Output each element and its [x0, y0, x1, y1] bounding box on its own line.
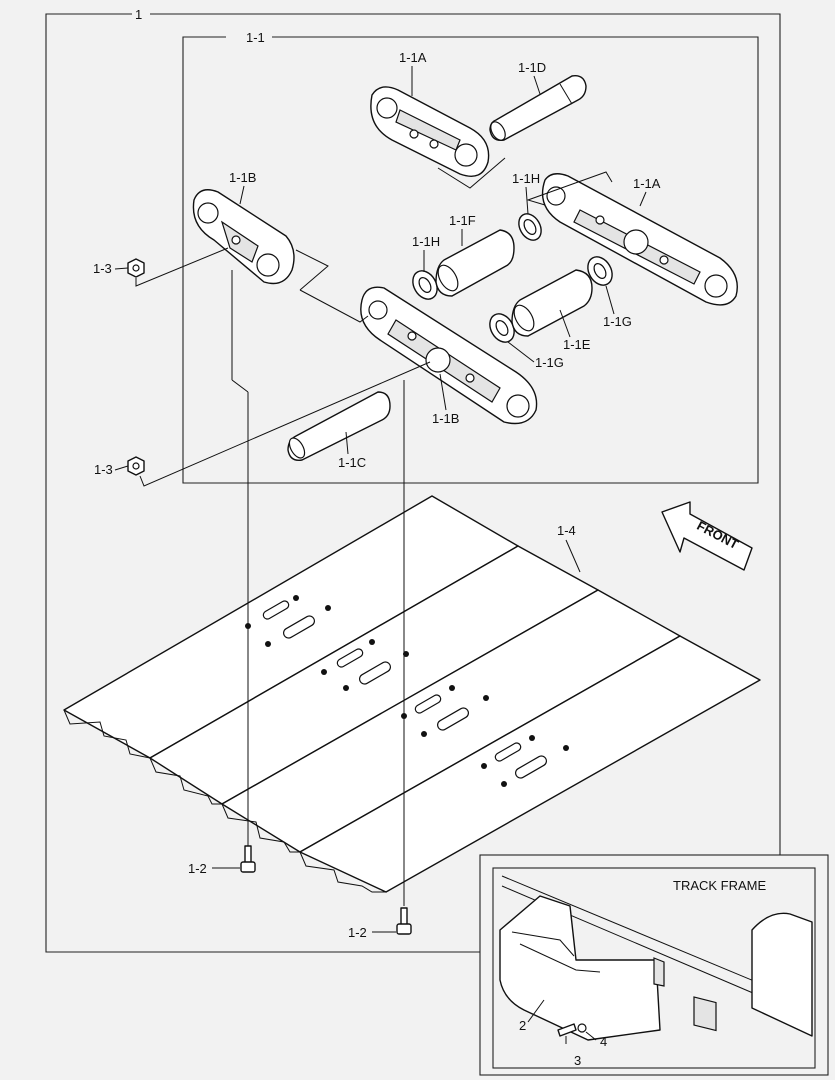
nut-1-3-top	[127, 258, 145, 278]
label-guard-2: 2	[519, 1018, 526, 1033]
assembly-1-frame	[45, 13, 480, 953]
bolt-1-2-right	[396, 907, 412, 935]
label-track-shoes-1-4: 1-4	[557, 523, 576, 538]
bushing-1-1f	[435, 229, 515, 297]
label-nut-1-3-bottom: 1-3	[94, 462, 113, 477]
label-link-1-1b-lower: 1-1B	[432, 411, 459, 426]
seal-1-1g-right	[587, 256, 613, 286]
label-link-assembly: 1-1	[246, 30, 265, 45]
track-guard-2	[499, 895, 661, 1041]
track-shoes-1-4	[63, 495, 761, 893]
label-link-1-1a-right: 1-1A	[633, 176, 661, 191]
link-1-1b-left	[192, 189, 295, 285]
label-seal-1-1g-right: 1-1G	[603, 314, 632, 329]
seal-1-1h-left	[412, 270, 438, 300]
label-nut-1-3-top: 1-3	[93, 261, 112, 276]
label-link-1-1b-left: 1-1B	[229, 170, 256, 185]
label-pin-1-1d: 1-1D	[518, 60, 546, 75]
link-1-1b-lower	[360, 286, 538, 425]
label-bolt-1-2-left: 1-2	[188, 861, 207, 876]
label-pin-1-1c: 1-1C	[338, 455, 366, 470]
label-bushing-1-1e: 1-1E	[563, 337, 591, 352]
label-track-frame: TRACK FRAME	[673, 878, 767, 893]
washer-4	[577, 1023, 587, 1033]
link-1-1a-top	[370, 86, 490, 177]
link-1-1a-right	[541, 173, 738, 306]
track-frame-detail-frame	[479, 854, 829, 1076]
label-seal-1-1h-upper: 1-1H	[512, 171, 540, 186]
label-bolt-3: 3	[574, 1053, 581, 1068]
nut-1-3-bottom	[127, 456, 145, 476]
bolt-1-2-left	[240, 845, 256, 873]
label-seal-1-1h-left: 1-1H	[412, 234, 440, 249]
track-frame-detail	[499, 875, 813, 1044]
pin-1-1c	[287, 391, 391, 461]
seal-1-1h-upper	[518, 213, 542, 241]
bolt-3	[557, 1023, 577, 1037]
seal-1-1g-lower	[489, 313, 515, 343]
label-washer-4: 4	[600, 1034, 607, 1049]
label-bolt-1-2-right: 1-2	[348, 925, 367, 940]
bushing-1-1e	[511, 269, 593, 337]
link-assembly-frame	[182, 36, 759, 484]
front-direction-arrow: FRONT	[661, 501, 753, 571]
label-assembly-1: 1	[135, 7, 142, 22]
label-seal-1-1g-lower: 1-1G	[535, 355, 564, 370]
pin-1-1d	[489, 75, 587, 141]
label-link-1-1a-top: 1-1A	[399, 50, 427, 65]
label-bushing-1-1f: 1-1F	[449, 213, 476, 228]
